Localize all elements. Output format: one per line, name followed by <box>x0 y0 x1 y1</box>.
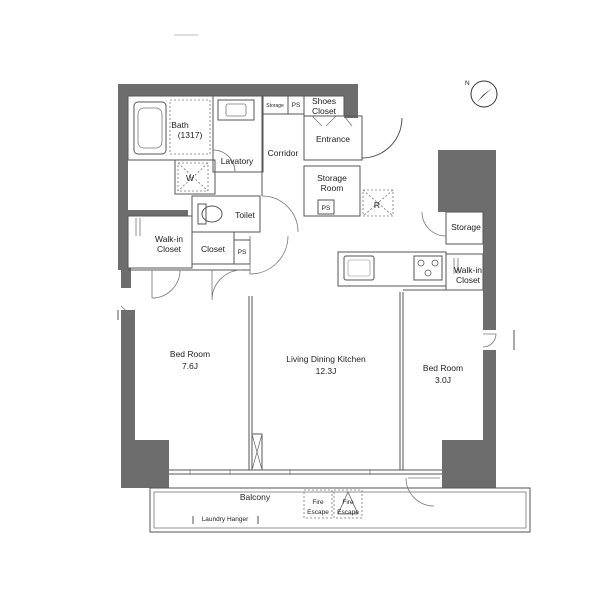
refrigerator-label: R <box>374 200 380 210</box>
fire-escape-hatch-1 <box>303 489 333 519</box>
fixtures <box>133 99 459 524</box>
room-labels: Bath (1317) Storage PS Shoes Closet Lava… <box>155 96 482 523</box>
bath-label: Bath <box>171 120 189 130</box>
storage-top-label: Storage <box>266 103 284 109</box>
fire-escape-1-label-a: Fire <box>312 499 324 506</box>
fire-escape-2-label-a: Fire <box>342 499 354 506</box>
toilet-bowl <box>201 205 223 223</box>
balcony-label: Balcony <box>240 492 271 502</box>
storage-room-label-2: Room <box>321 183 344 193</box>
storage-room-label-1: Storage <box>317 173 347 183</box>
structural-walls <box>118 84 496 488</box>
walkin-right-label-1: Walk-in <box>454 265 482 275</box>
ps-mid-box <box>317 199 335 215</box>
laundry-hanger-label: Laundry Hanger <box>202 516 249 523</box>
bedroom-right-size: 3.0J <box>435 375 451 385</box>
storage-right-label: Storage <box>451 222 481 232</box>
north-compass: N <box>465 80 498 108</box>
walkin-left-label-2: Closet <box>157 244 182 254</box>
door-swings <box>120 115 497 507</box>
toilet-label: Toilet <box>235 210 255 220</box>
compass-label: N <box>465 80 470 87</box>
ps-top-label: PS <box>292 102 301 109</box>
ldk-label: Living Dining Kitchen <box>286 354 366 364</box>
washer-label: W <box>186 173 194 183</box>
entrance-label: Entrance <box>316 134 350 144</box>
walkin-right-label-2: Closet <box>456 275 481 285</box>
compass-arrow-icon <box>477 88 492 102</box>
sink <box>217 99 255 121</box>
interior-walls <box>117 95 531 533</box>
compass-circle <box>470 80 498 108</box>
fire-escape-hatch-2 <box>333 489 363 519</box>
stove <box>413 255 443 281</box>
ldk-size: 12.3J <box>316 366 337 376</box>
walkin-left-label-1: Walk-in <box>155 234 183 244</box>
bath-size: (1317) <box>178 130 203 140</box>
closet-label: Closet <box>201 244 226 254</box>
ps-closet-label: PS <box>238 249 247 256</box>
ps-mid-label: PS <box>322 205 331 212</box>
fire-escape-2-label-b: Escape <box>337 509 359 516</box>
bathtub <box>133 101 167 155</box>
shoes-closet-label-1: Shoes <box>312 96 336 106</box>
bedroom-left-label: Bed Room <box>170 349 210 359</box>
bedroom-left-size: 7.6J <box>182 361 198 371</box>
corridor-label: Corridor <box>268 148 299 158</box>
fire-escape-1-label-b: Escape <box>307 509 329 516</box>
shoes-closet-label-2: Closet <box>312 106 337 116</box>
lavatory-label: Lavatory <box>221 156 254 166</box>
kitchen-sink <box>343 255 375 281</box>
bedroom-right-label: Bed Room <box>423 363 463 373</box>
